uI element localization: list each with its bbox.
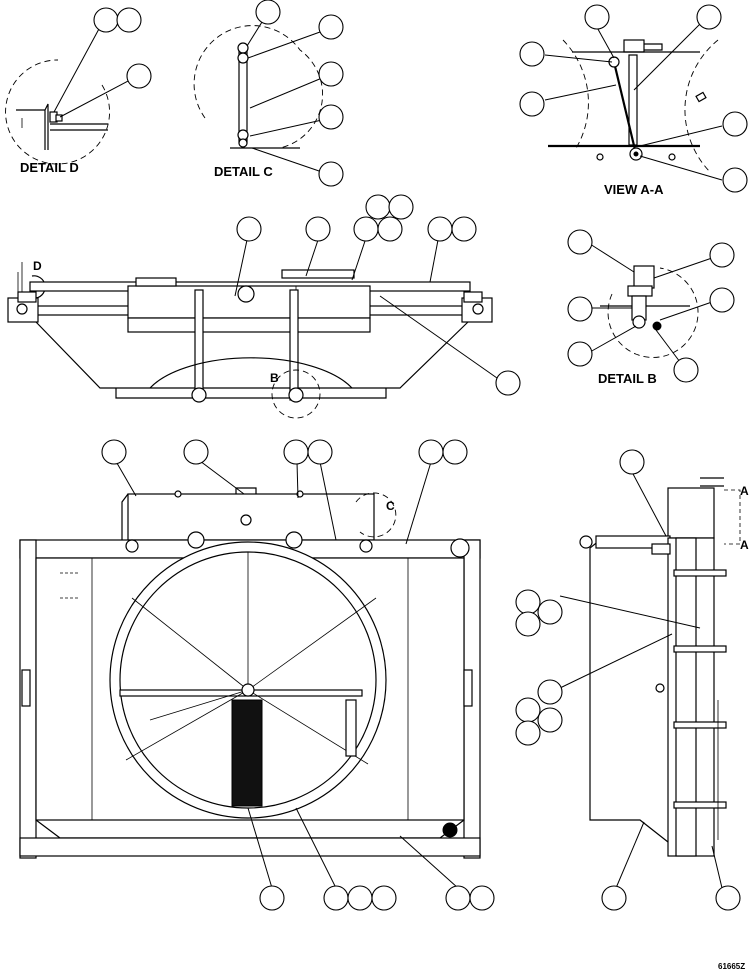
front-view: C <box>19 439 495 911</box>
detail-c-label: DETAIL C <box>214 164 273 179</box>
callout-bubble <box>515 720 541 746</box>
callout-bubble <box>318 61 344 87</box>
callout-bubble <box>519 91 545 117</box>
callout-bubble <box>601 885 627 911</box>
callout-bubble <box>451 216 477 242</box>
callout-bubble <box>305 216 331 242</box>
callout-bubble <box>371 885 397 911</box>
view-marker-a-lower: A <box>740 538 749 552</box>
view-marker-c: C <box>386 499 395 513</box>
callout-bubble <box>347 885 373 911</box>
callout-bubble <box>537 599 563 625</box>
detail-d: DETAIL D <box>5 7 152 175</box>
callout-bubble <box>307 439 333 465</box>
callout-bubble <box>101 439 127 465</box>
detail-c: DETAIL C <box>193 0 344 187</box>
callout-bubble <box>584 4 610 30</box>
callout-bubble <box>537 707 563 733</box>
callout-bubble <box>283 439 309 465</box>
callout-bubble <box>183 439 209 465</box>
callout-bubble <box>715 885 741 911</box>
callout-bubble <box>709 242 735 268</box>
fan-guard-mesh <box>231 699 263 807</box>
callout-bubble <box>427 216 453 242</box>
view-a-a-label: VIEW A-A <box>604 182 664 197</box>
callout-bubble <box>722 111 748 137</box>
top-view: D B <box>7 194 521 419</box>
callout-bubble <box>126 63 152 89</box>
callout-bubble <box>469 885 495 911</box>
callout-bubble <box>567 341 593 367</box>
callout-bubble <box>365 194 391 220</box>
callout-bubble <box>259 885 285 911</box>
callout-bubble <box>537 679 563 705</box>
detail-b-label: DETAIL B <box>598 371 657 386</box>
callout-bubble <box>567 296 593 322</box>
callout-bubble <box>515 697 541 723</box>
callout-bubble <box>515 589 541 615</box>
callout-bubble <box>619 449 645 475</box>
callout-bubble <box>722 167 748 193</box>
side-view: A A <box>515 449 749 911</box>
detail-b: DETAIL B <box>567 229 735 386</box>
callout-bubble <box>673 357 699 383</box>
callout-bubble <box>388 194 414 220</box>
callout-bubble <box>442 439 468 465</box>
callout-bubble <box>255 0 281 25</box>
callout-bubble <box>318 104 344 130</box>
callout-bubble <box>696 4 722 30</box>
detail-d-label: DETAIL D <box>20 160 79 175</box>
callout-bubble <box>93 7 119 33</box>
callout-bubble <box>418 439 444 465</box>
callout-bubble <box>495 370 521 396</box>
callout-bubble <box>353 216 379 242</box>
callout-bubble <box>445 885 471 911</box>
callout-bubble <box>318 14 344 40</box>
figure-code: 61665Z <box>718 962 745 971</box>
callout-bubble <box>377 216 403 242</box>
callout-bubble <box>519 41 545 67</box>
callout-bubble <box>567 229 593 255</box>
callout-bubble <box>236 216 262 242</box>
callout-bubble <box>323 885 349 911</box>
callout-bubble <box>318 161 344 187</box>
callout-bubble <box>709 287 735 313</box>
view-marker-d: D <box>33 259 42 273</box>
view-a-a: VIEW A-A <box>519 4 748 197</box>
callout-bubble <box>116 7 142 33</box>
view-marker-b: B <box>270 371 279 385</box>
callout-bubble <box>515 611 541 637</box>
view-marker-a-upper: A <box>740 484 749 498</box>
